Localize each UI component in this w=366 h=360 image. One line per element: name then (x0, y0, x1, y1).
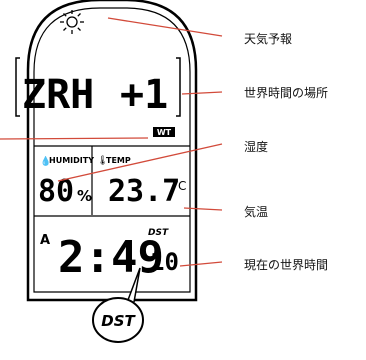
display-outline (33, 7, 191, 293)
dst-callout-text: DST (101, 312, 136, 330)
dst-callout-bubble (92, 297, 144, 343)
clock-seconds: 10 (150, 248, 179, 276)
temp-label: TEMP (106, 156, 131, 165)
humidity-value: 80 (38, 174, 74, 209)
annotation-temperature: 気温 (244, 205, 269, 219)
dst-small-label: DST (148, 228, 169, 238)
wt-badge-bg (153, 127, 175, 137)
annotation-humidity: 湿度 (244, 140, 269, 154)
time-offset: +1 (120, 72, 168, 118)
leader-current-time (179, 261, 223, 267)
leader-humidity (57, 143, 223, 182)
city-bracket-left (15, 57, 20, 117)
time-prefix: A (40, 233, 50, 248)
humidity-unit: % (77, 187, 92, 205)
city-code: ZRH (22, 72, 94, 118)
annotation-current-world-time: 現在の世界時間 (244, 258, 329, 272)
thermometer-icon: 🌡 (97, 155, 108, 166)
drop-icon: 💧 (40, 155, 51, 167)
humidity-label: HUMIDITY (49, 156, 94, 165)
annotation-world-time-location: 世界時間の場所 (244, 86, 329, 100)
city-bracket-right (176, 57, 181, 117)
device-outline (26, 0, 198, 302)
leader-location (181, 91, 223, 95)
clock-time: 2:49 (58, 232, 164, 283)
leader-weather (107, 17, 223, 37)
leader-wt (0, 137, 149, 140)
annotation-weather-forecast: 天気予報 (244, 32, 293, 46)
temp-unit: °C (172, 179, 186, 193)
dst-callout-pointer (127, 267, 141, 303)
leader-temperature (183, 207, 223, 211)
wt-badge: WT (157, 128, 172, 137)
sun-icon (60, 10, 84, 34)
temp-value: 23.7 (108, 174, 180, 209)
